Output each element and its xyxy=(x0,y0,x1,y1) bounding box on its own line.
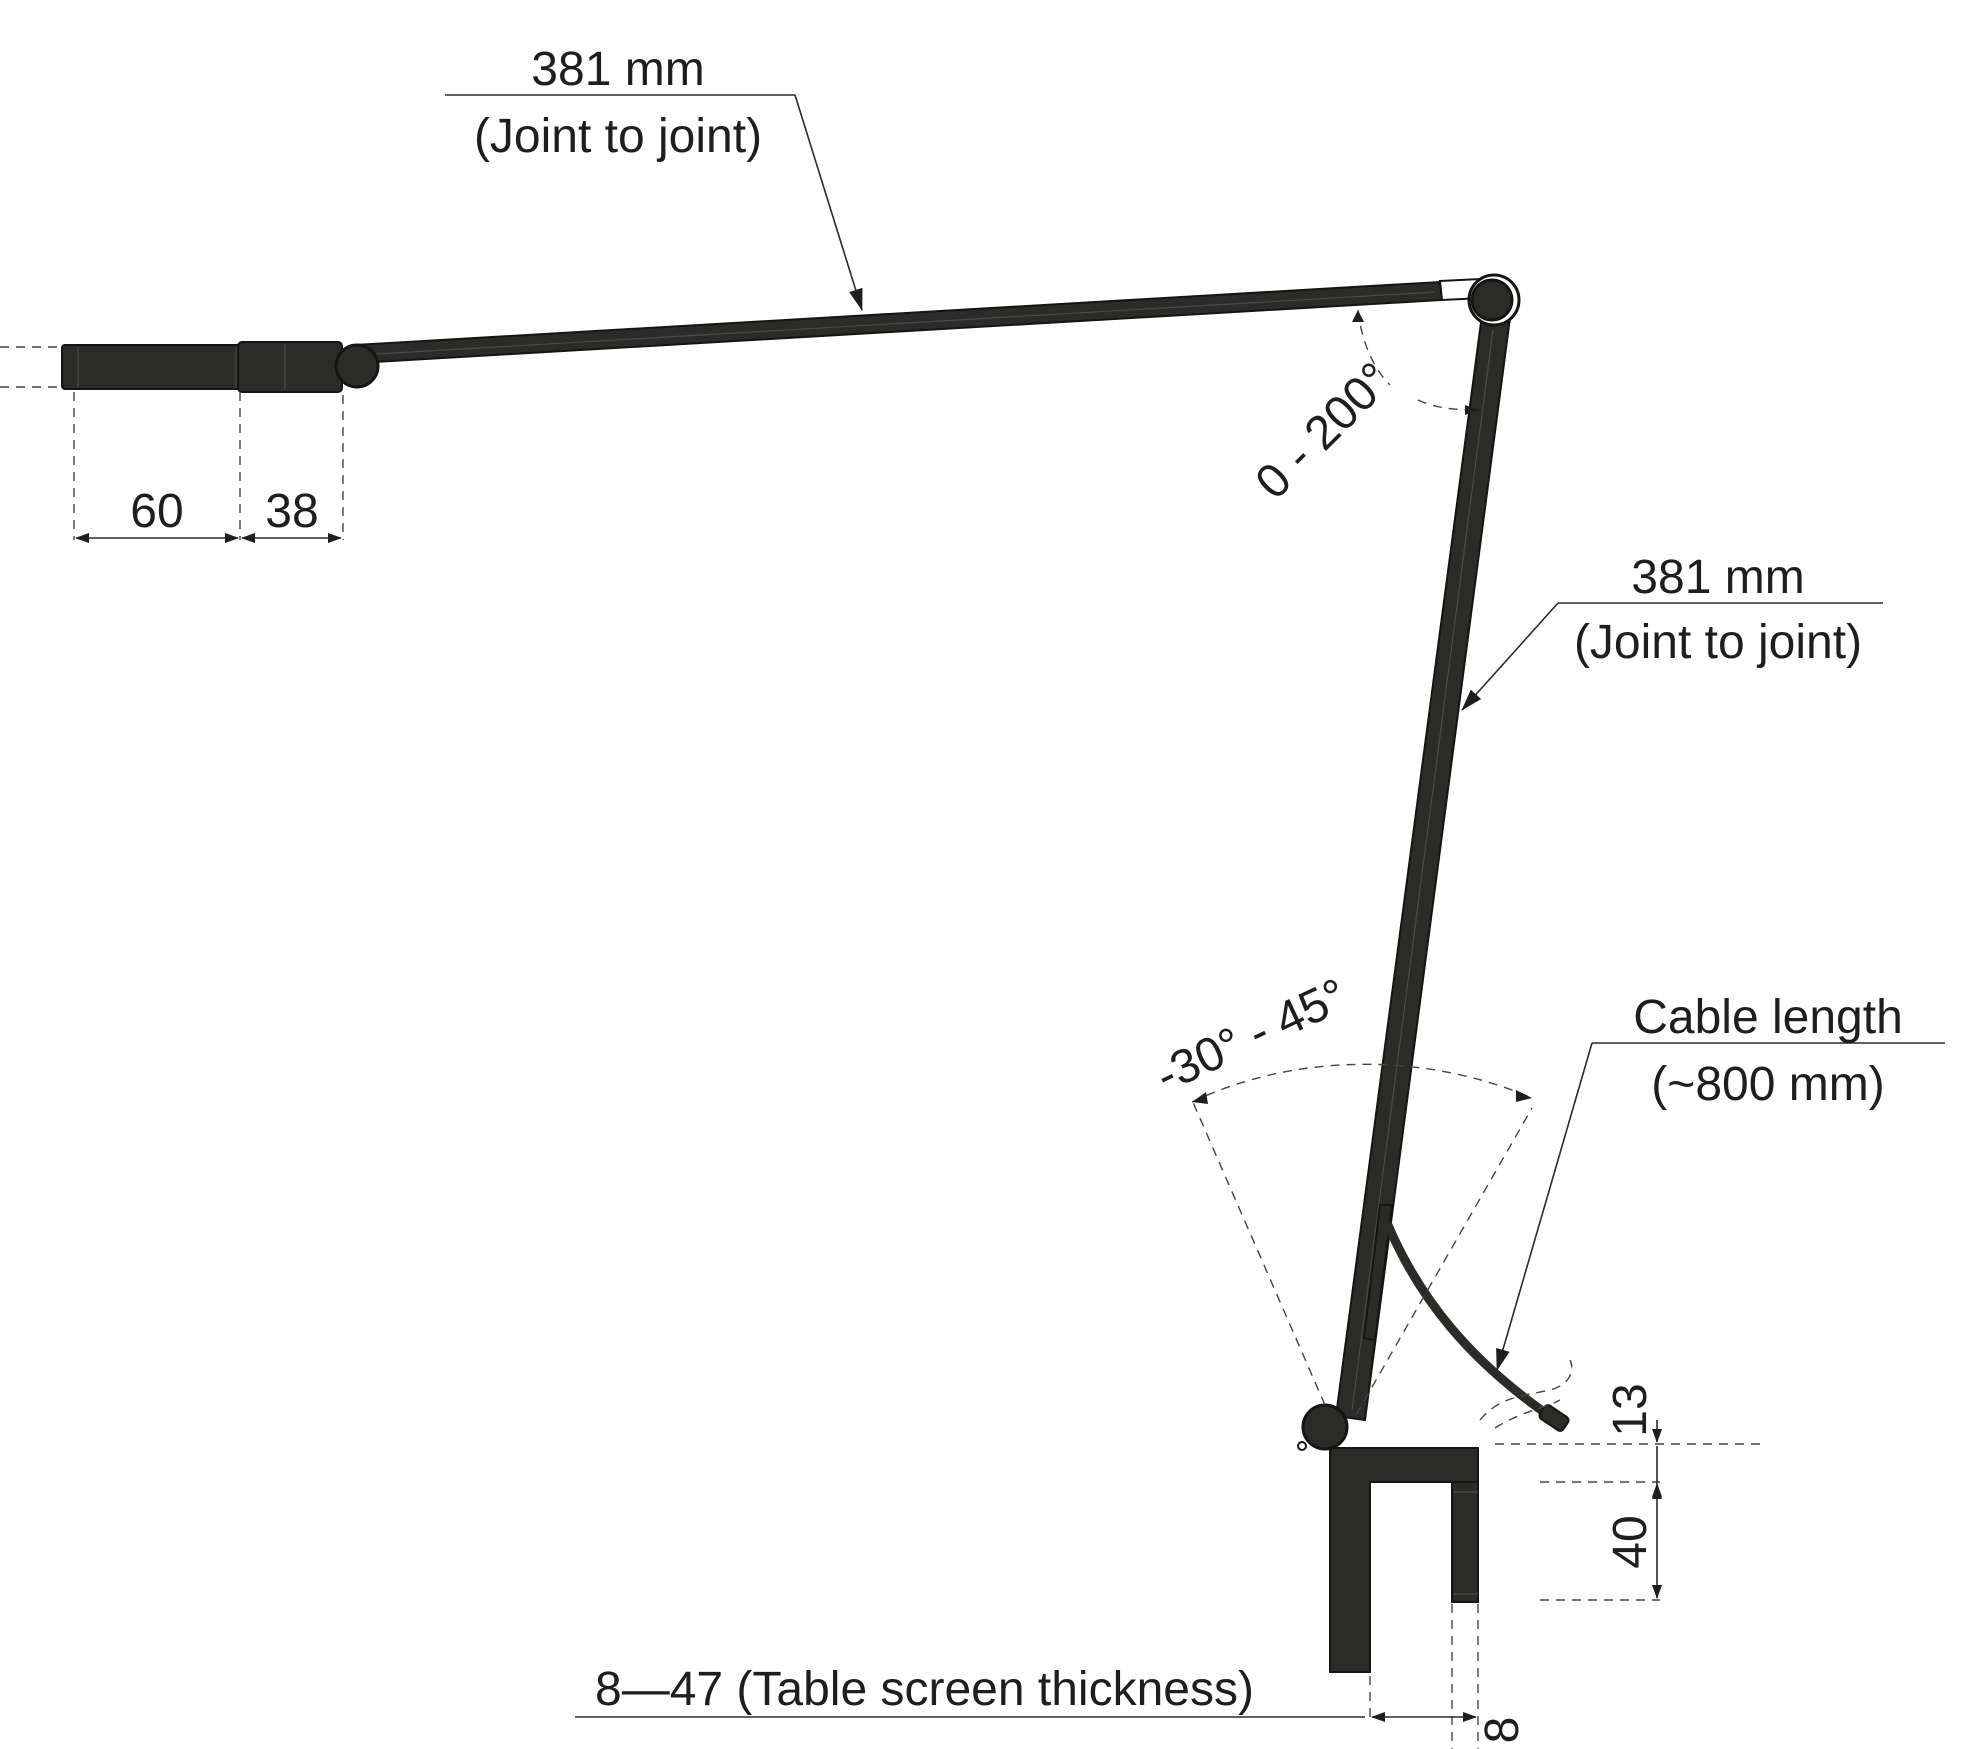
upper-arm-callout: 381 mm (Joint to joint) xyxy=(445,43,863,311)
base-tilt-angle-label: -30° - 45° xyxy=(1148,969,1355,1103)
upper-arm-note-label: (Joint to joint) xyxy=(474,110,762,163)
cable-callout: Cable length (~800 mm) xyxy=(1496,991,1945,1371)
clamp-thickness-label: 8 xyxy=(1476,1717,1529,1744)
elbow-angle-dimension: 0 - 200° xyxy=(1246,309,1479,510)
clamp-top-offset-label: 13 xyxy=(1604,1383,1657,1436)
table-thickness-label: 8—47 (Table screen thickness) xyxy=(595,1663,1254,1716)
lower-arm-length-label: 381 mm xyxy=(1631,551,1804,604)
head-neck-width-label: 38 xyxy=(265,485,318,538)
base-joint xyxy=(1297,1403,1349,1451)
elbow-joint xyxy=(1467,273,1521,327)
cable-label: Cable length xyxy=(1633,991,1903,1044)
lower-arm xyxy=(1334,313,1512,1422)
head-dimensions: 60 38 xyxy=(73,392,344,543)
lower-arm-note-label: (Joint to joint) xyxy=(1574,616,1862,669)
elbow-angle-label: 0 - 200° xyxy=(1246,353,1403,510)
head-joint xyxy=(334,343,380,389)
head-width-label: 60 xyxy=(130,485,183,538)
lower-arm-callout: 381 mm (Joint to joint) xyxy=(1461,551,1883,711)
cable xyxy=(1383,1220,1573,1432)
table-thickness-dimension: 8—47 (Table screen thickness) xyxy=(575,1663,1477,1722)
clamp-depth-label: 40 xyxy=(1604,1515,1657,1568)
upper-arm xyxy=(353,277,1484,365)
cable-length-label: (~800 mm) xyxy=(1651,1058,1884,1111)
upper-arm-length-label: 381 mm xyxy=(531,43,704,96)
clamp-dimensions: 13 40 8 xyxy=(1451,1383,1760,1749)
lamp-head xyxy=(0,341,343,393)
clamp-base xyxy=(1329,1447,1479,1673)
